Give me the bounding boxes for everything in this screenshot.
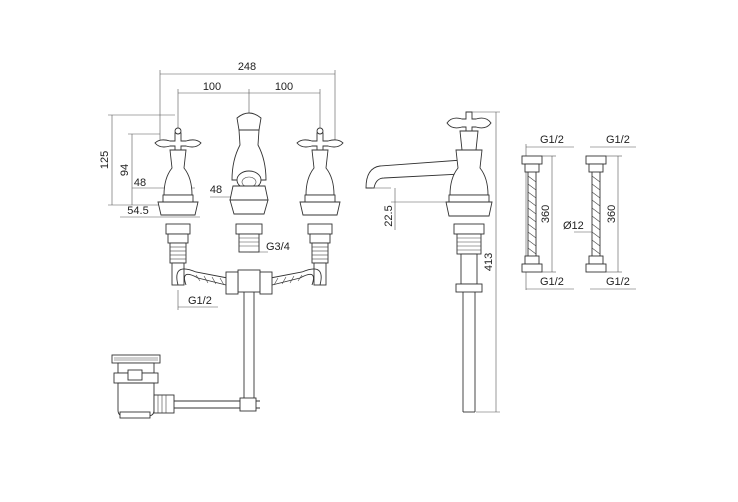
dimension-handle-height: 125 — [99, 114, 175, 206]
side-view-tap — [365, 111, 493, 413]
label-tail-thread: G1/2 — [188, 295, 212, 307]
hose-diameter: Ø12 — [563, 220, 584, 232]
label-total-height: 413 — [483, 253, 495, 271]
label-spout-width: 48 — [210, 184, 222, 196]
label-spout-height: 22.5 — [383, 205, 395, 226]
flexible-hose-1: G1/2 360 G1/2 — [521, 134, 574, 290]
pop-up-waste — [111, 354, 260, 419]
dimension-tail-thread: G1/2 — [177, 290, 218, 310]
dimension-base: 54.5 — [120, 205, 200, 218]
dimension-spacing: 100 100 — [177, 81, 321, 140]
label-spacing-right: 100 — [275, 81, 293, 93]
label-body-height: 94 — [119, 164, 131, 176]
flexible-hose-2: G1/2 Ø12 360 G1/2 — [563, 134, 636, 290]
dimension-body-height: 94 — [119, 133, 160, 205]
label-inlet-thread: G3/4 — [266, 241, 290, 253]
label-spacing-left: 100 — [203, 81, 221, 93]
label-overall-width: 248 — [238, 61, 256, 73]
hose1-length: 360 — [540, 205, 552, 223]
connector-hoses — [176, 268, 322, 295]
dimension-overall-width: 248 — [159, 61, 336, 140]
right-cross-handle-valve — [296, 127, 344, 286]
label-base-diameter: 54.5 — [127, 205, 148, 217]
label-handle-height: 125 — [99, 151, 111, 169]
hose1-top-thread: G1/2 — [540, 134, 564, 146]
hose2-bottom-thread: G1/2 — [606, 276, 630, 288]
centre-spout-body — [229, 112, 269, 400]
hose2-top-thread: G1/2 — [606, 134, 630, 146]
left-cross-handle-valve — [154, 127, 202, 286]
hose2-length: 360 — [606, 205, 618, 223]
label-handle-width: 48 — [134, 177, 146, 189]
hose1-bottom-thread: G1/2 — [540, 276, 564, 288]
dimension-spout-height: 22.5 — [372, 187, 446, 230]
dimension-total-height: 413 — [472, 111, 500, 413]
